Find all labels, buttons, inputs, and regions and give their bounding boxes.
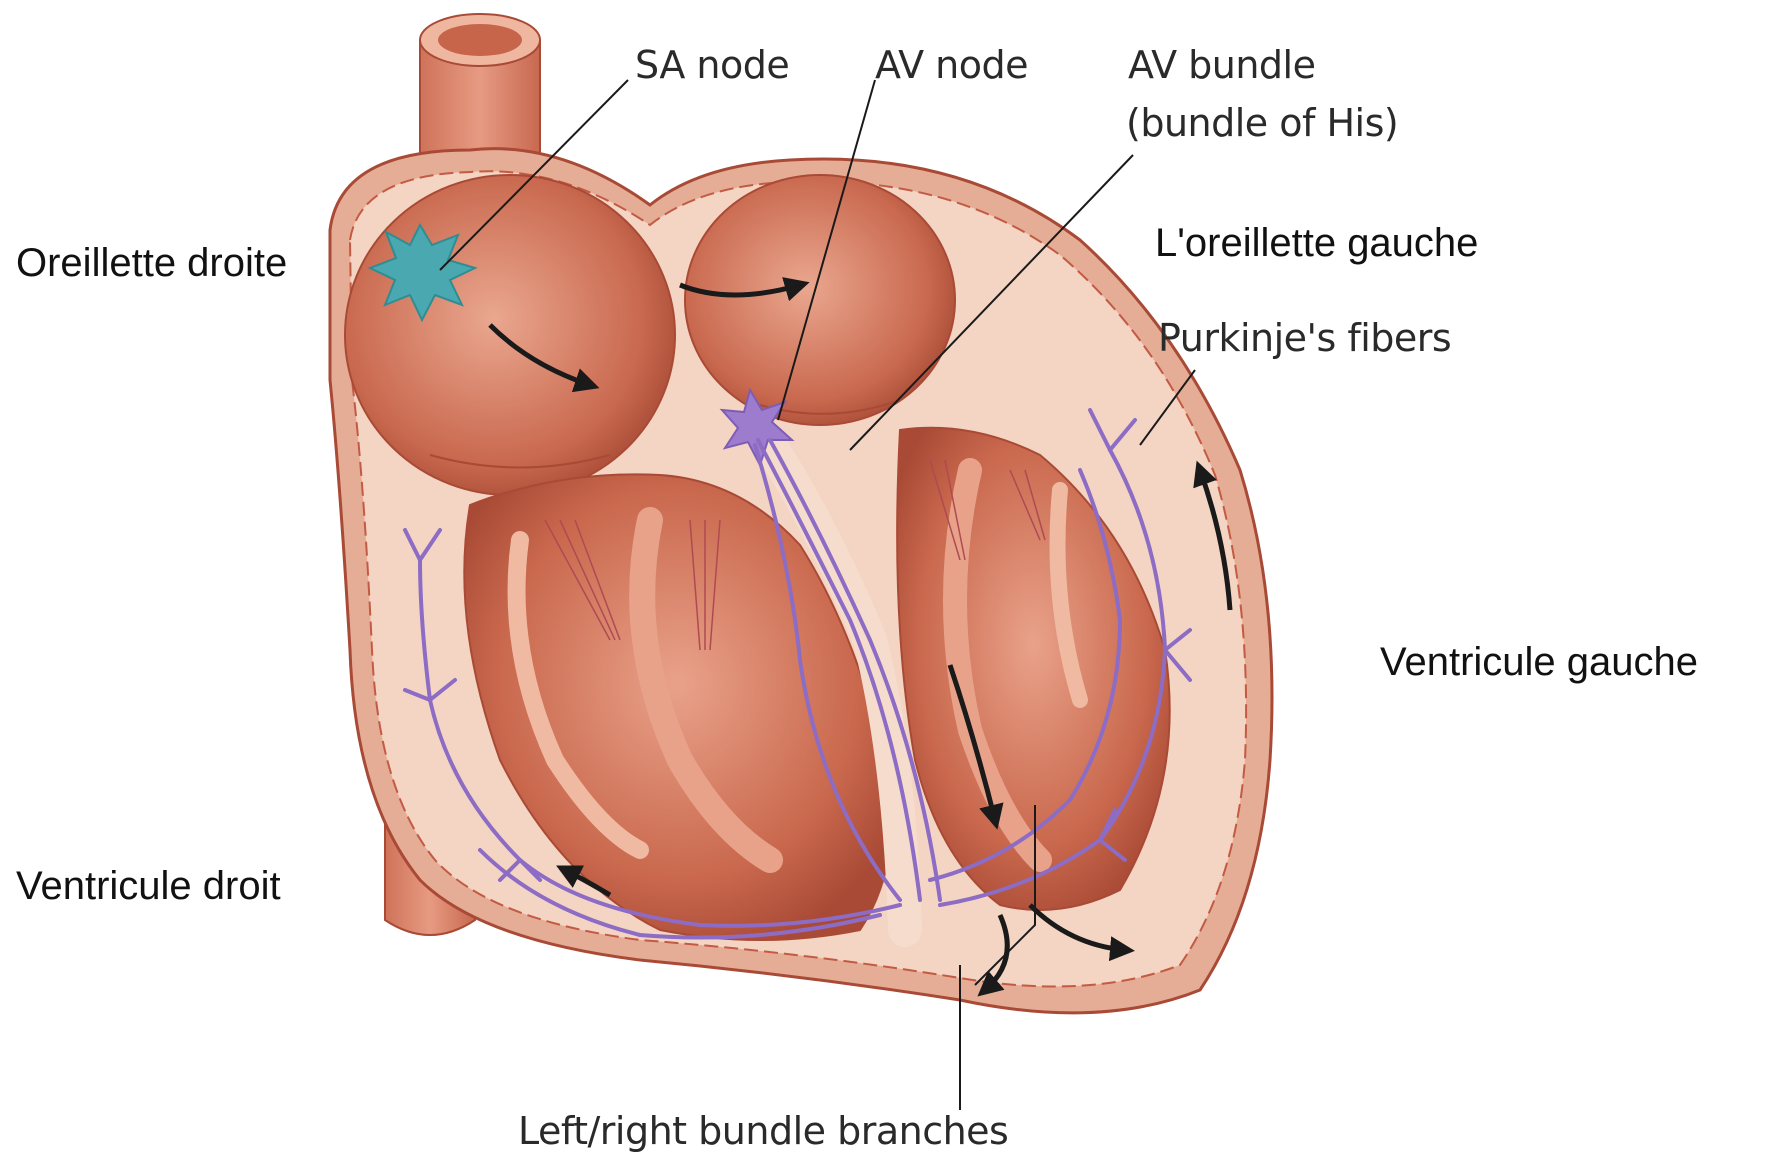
av-bundle-label: AV bundle bbox=[1128, 46, 1316, 84]
left-atrium-chamber bbox=[685, 175, 955, 425]
right-ventricle-label: Ventricule droit bbox=[16, 866, 281, 906]
right-atrium-label: Oreillette droite bbox=[16, 243, 287, 283]
av-node-label: AV node bbox=[875, 46, 1028, 84]
bundle-branches-label: Left/right bundle branches bbox=[518, 1112, 1008, 1150]
bundle-of-his-label: (bundle of His) bbox=[1126, 104, 1398, 142]
purkinje-fibers-label: Purkinje's fibers bbox=[1158, 319, 1451, 357]
sa-node-label: SA node bbox=[635, 46, 789, 84]
left-atrium-label: L'oreillette gauche bbox=[1155, 223, 1478, 263]
left-ventricle-label: Ventricule gauche bbox=[1380, 642, 1698, 682]
right-atrium-chamber bbox=[345, 175, 675, 495]
